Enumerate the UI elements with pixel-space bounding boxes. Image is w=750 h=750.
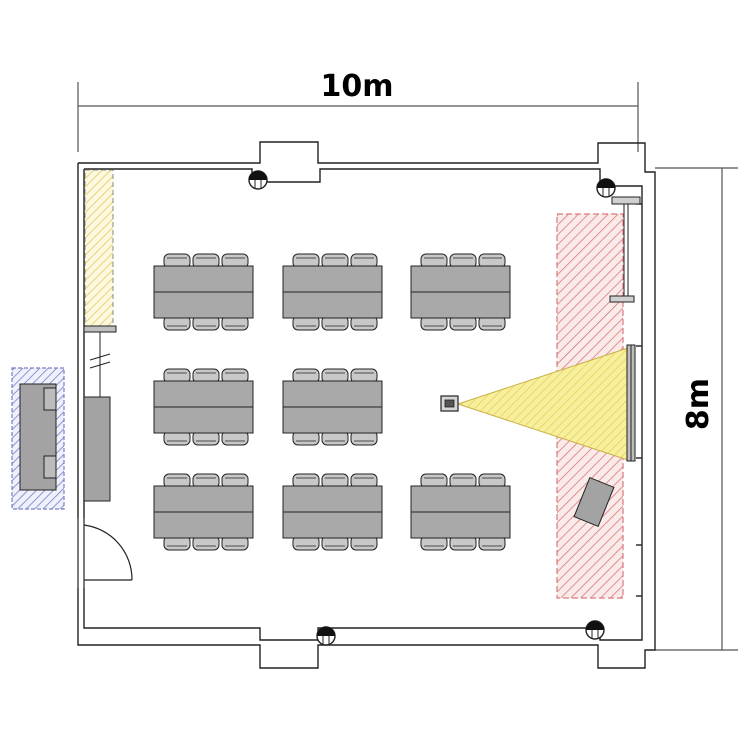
projector-icon [440, 395, 459, 412]
table-group [153, 253, 254, 331]
table-group [153, 473, 254, 551]
table [410, 485, 511, 539]
table [282, 265, 383, 319]
table-group [410, 253, 511, 331]
chair [321, 430, 349, 446]
door-swing-icon [77, 518, 133, 588]
chair [163, 315, 191, 331]
lectern [573, 477, 615, 527]
chair [292, 315, 320, 331]
ceiling-light-icon [248, 170, 268, 190]
chair [163, 368, 191, 384]
table [153, 485, 254, 539]
screen-icon [626, 344, 636, 462]
table [410, 265, 511, 319]
projector-beam [456, 347, 629, 461]
table [282, 485, 383, 539]
table [282, 380, 383, 434]
chair [478, 315, 506, 331]
side-counter [83, 325, 117, 502]
chair [292, 473, 320, 489]
table [153, 380, 254, 434]
height-dimension-label: 8m [681, 378, 716, 430]
chair [478, 535, 506, 551]
table-group [282, 253, 383, 331]
chair [350, 368, 378, 384]
table [153, 265, 254, 319]
screen-stand [609, 196, 641, 303]
storage-area [84, 169, 114, 327]
ceiling-light-icon [585, 620, 605, 640]
table-group [153, 368, 254, 446]
seating-layout [153, 253, 511, 551]
ceiling-light-icon [596, 178, 616, 198]
chair [420, 473, 448, 489]
table-group [282, 473, 383, 551]
chair [192, 473, 220, 489]
external-counter [11, 367, 65, 510]
width-dimension-label: 10m [320, 69, 393, 104]
chair [350, 315, 378, 331]
dimension-height [655, 167, 738, 651]
chair [292, 535, 320, 551]
table-group [282, 368, 383, 446]
chair [321, 315, 349, 331]
chair [292, 430, 320, 446]
chair [163, 473, 191, 489]
chair [478, 473, 506, 489]
dimension-width [77, 82, 639, 152]
table-group [410, 473, 511, 551]
chair [420, 315, 448, 331]
ceiling-light-icon [316, 626, 336, 646]
ceiling-lights [248, 170, 616, 646]
